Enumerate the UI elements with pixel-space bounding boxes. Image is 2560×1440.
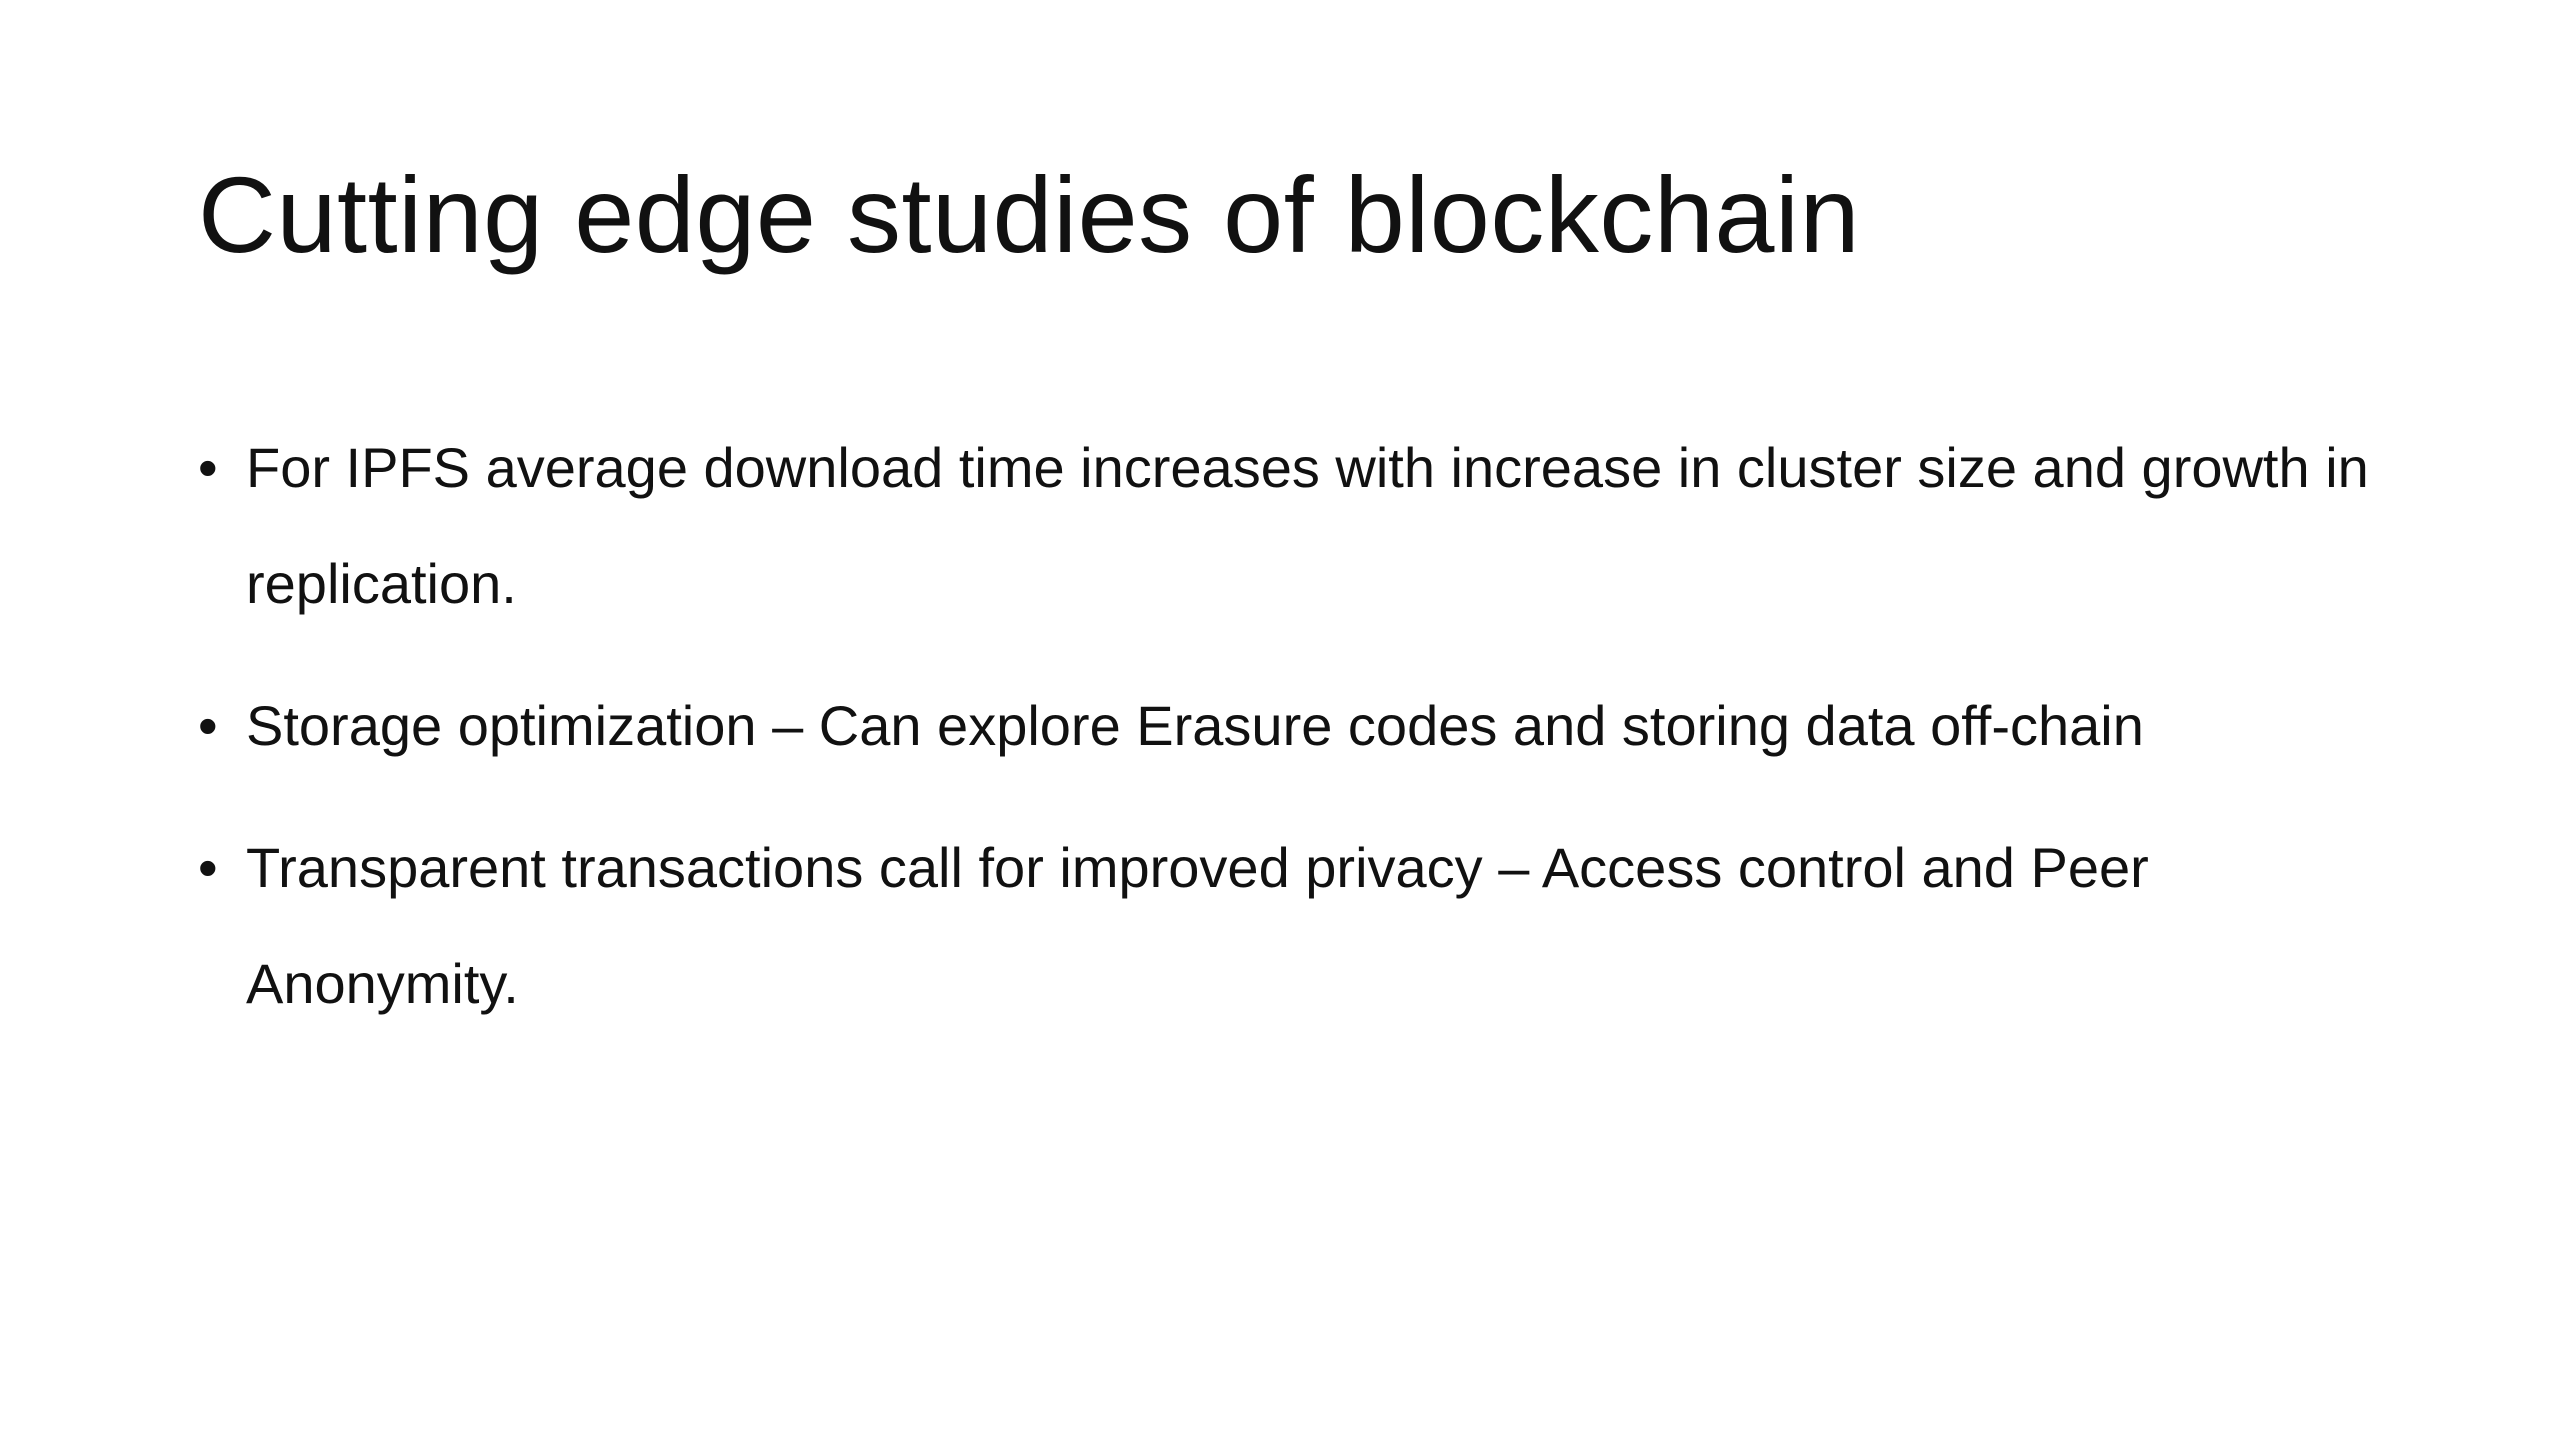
bullet-text: Transparent transactions call for improv… (246, 836, 2149, 1015)
bullet-dot-icon: • (198, 836, 218, 899)
bullet-list: • For IPFS average download time increas… (198, 410, 2428, 1068)
bullet-text: Storage optimization – Can explore Erasu… (246, 694, 2144, 757)
bullet-item-privacy: • Transparent transactions call for impr… (198, 810, 2428, 1042)
bullet-dot-icon: • (198, 436, 218, 499)
bullet-text: For IPFS average download time increases… (246, 436, 2369, 615)
bullet-item-storage: • Storage optimization – Can explore Era… (198, 668, 2428, 784)
bullet-dot-icon: • (198, 694, 218, 757)
slide-title: Cutting edge studies of blockchain (198, 154, 1861, 275)
bullet-item-ipfs: • For IPFS average download time increas… (198, 410, 2428, 642)
